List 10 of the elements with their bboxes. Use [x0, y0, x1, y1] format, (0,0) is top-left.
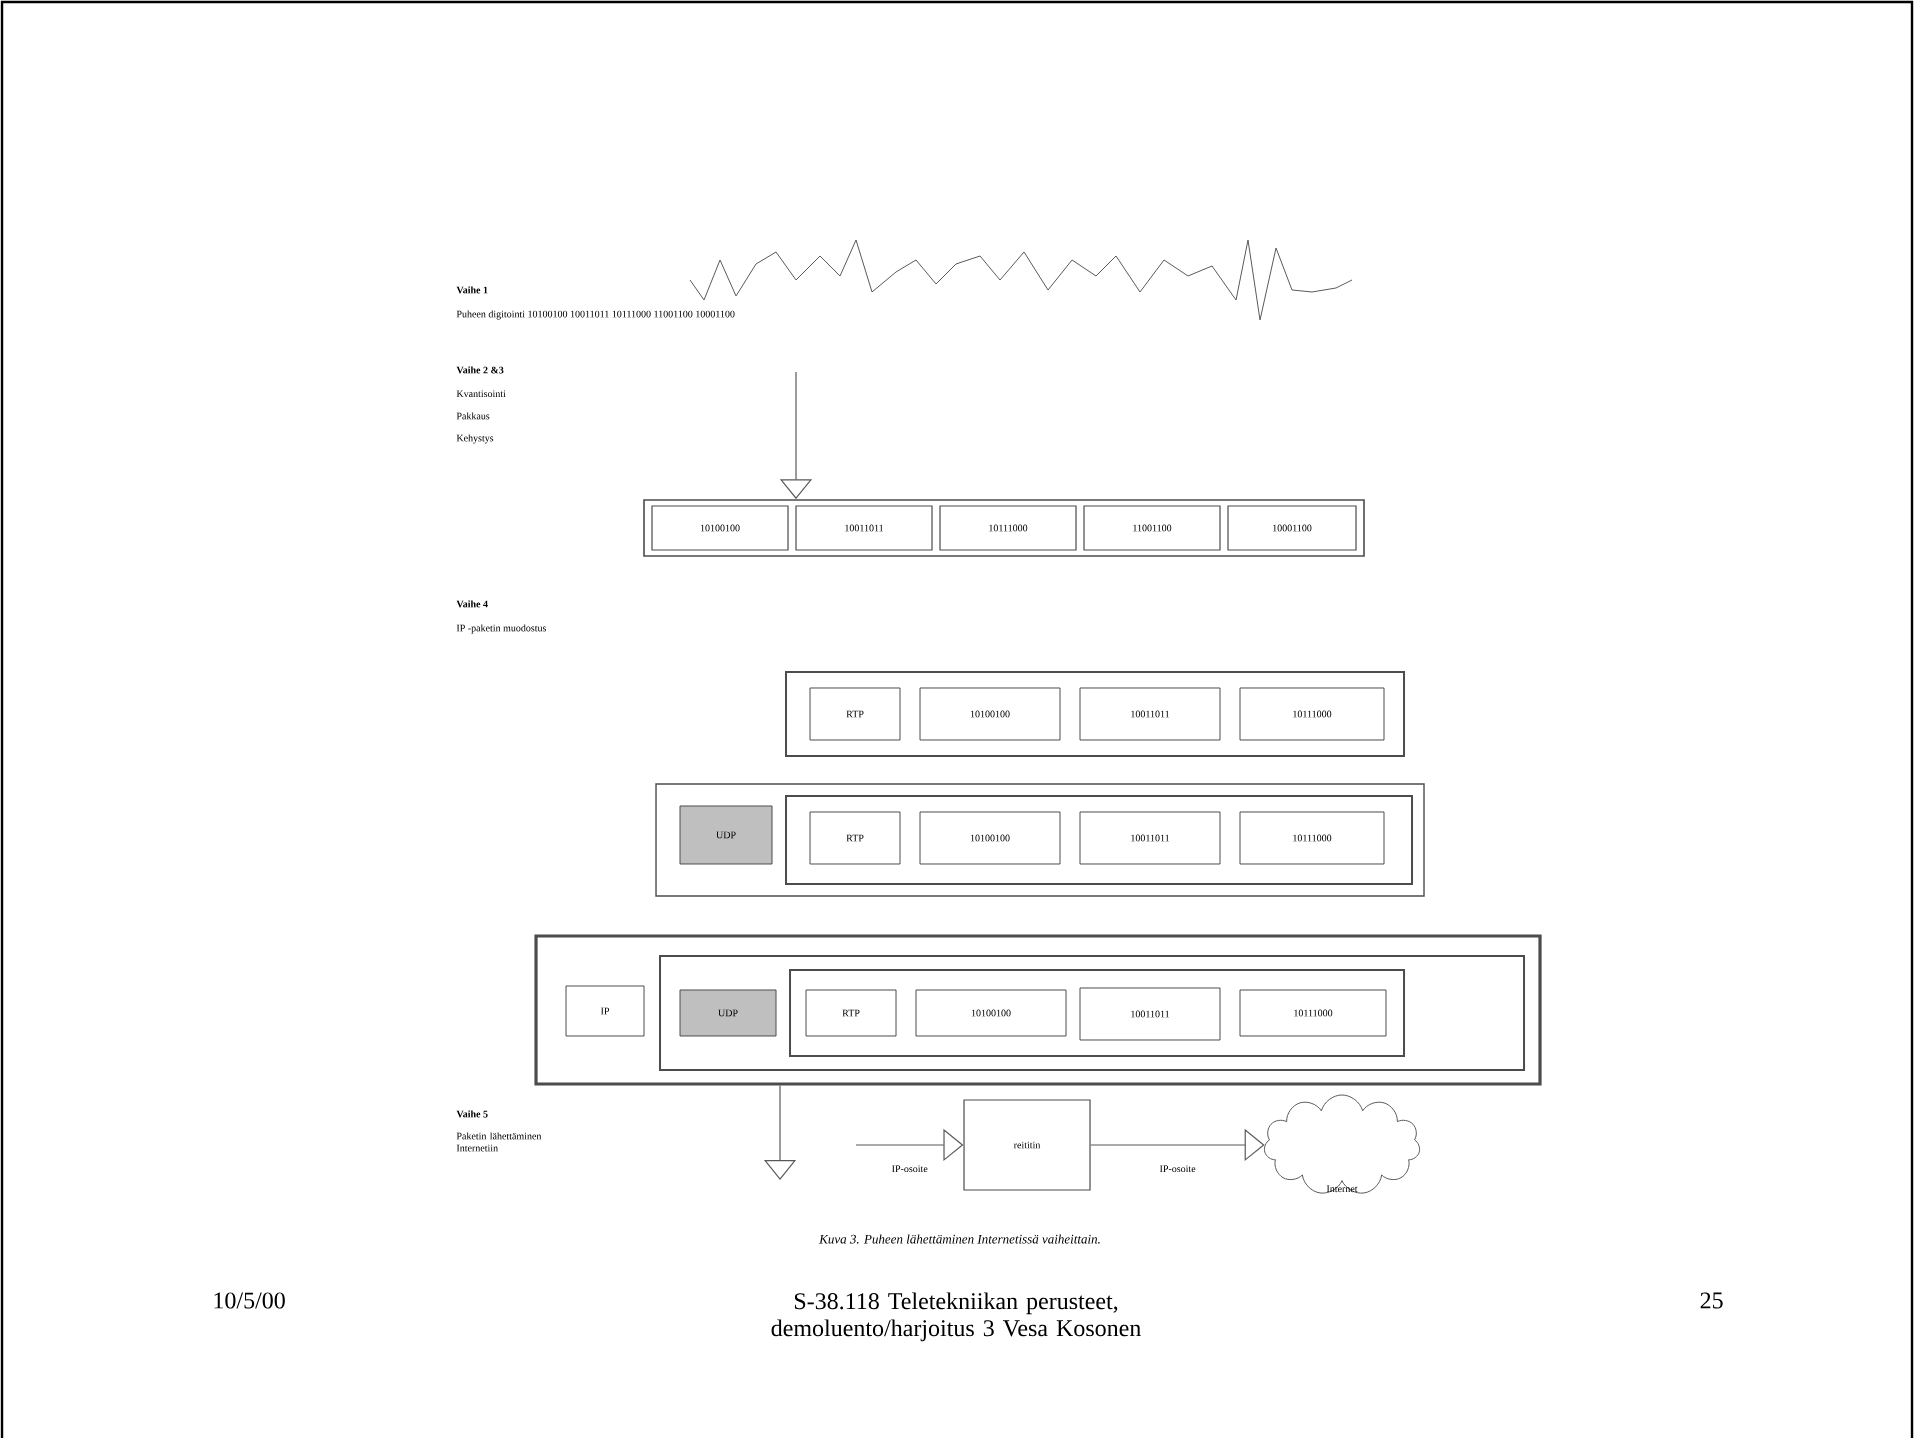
packet-frame	[659, 955, 1525, 1071]
page-number: 25	[1700, 1292, 1723, 1309]
packet-frame	[785, 795, 1413, 885]
bit-frame	[643, 499, 1365, 557]
footer-title: S-38.118 Teletekniikan perusteet, demoluento/harjoitus 3 Vesa Kosonen	[771, 1292, 1141, 1342]
packet-frame	[785, 671, 1405, 757]
packet-frame	[655, 783, 1425, 897]
packet-frame	[789, 969, 1405, 1057]
footer-date: 10/5/00	[214, 1292, 285, 1309]
packet-frame	[534, 934, 1542, 1086]
